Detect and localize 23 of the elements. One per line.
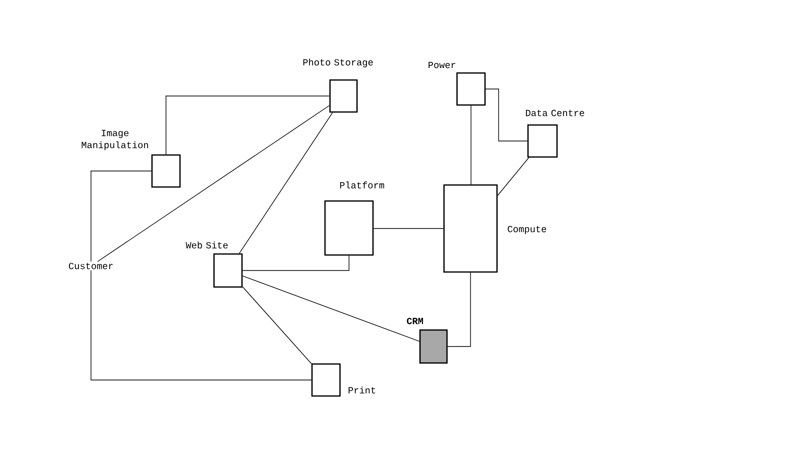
connector-line bbox=[373, 228, 444, 229]
connector-line bbox=[90, 170, 152, 262]
connector-line bbox=[242, 276, 420, 342]
heading-label: Platform bbox=[340, 182, 384, 188]
heading-label: Data Centre bbox=[526, 110, 584, 116]
connector-line bbox=[239, 112, 333, 254]
side-label: Print bbox=[348, 386, 376, 394]
connector-line bbox=[470, 105, 472, 185]
heading-label: CRM bbox=[406, 318, 424, 324]
heading-label: Web Site bbox=[186, 242, 228, 248]
heading-label: Image Manipulation bbox=[82, 130, 148, 150]
connector-line bbox=[497, 157, 530, 196]
connector-line bbox=[97, 105, 330, 262]
heading-label: Power bbox=[428, 62, 456, 68]
side-label: Compute bbox=[508, 226, 546, 234]
connector-line bbox=[485, 88, 528, 142]
connector-line bbox=[242, 286, 312, 364]
connector-line bbox=[90, 270, 312, 380]
text-label: Customer bbox=[68, 262, 113, 270]
connector-line bbox=[242, 255, 350, 271]
heading-label: Photo Storage bbox=[303, 58, 373, 68]
connector-line bbox=[166, 96, 330, 155]
connector-line bbox=[447, 272, 471, 347]
